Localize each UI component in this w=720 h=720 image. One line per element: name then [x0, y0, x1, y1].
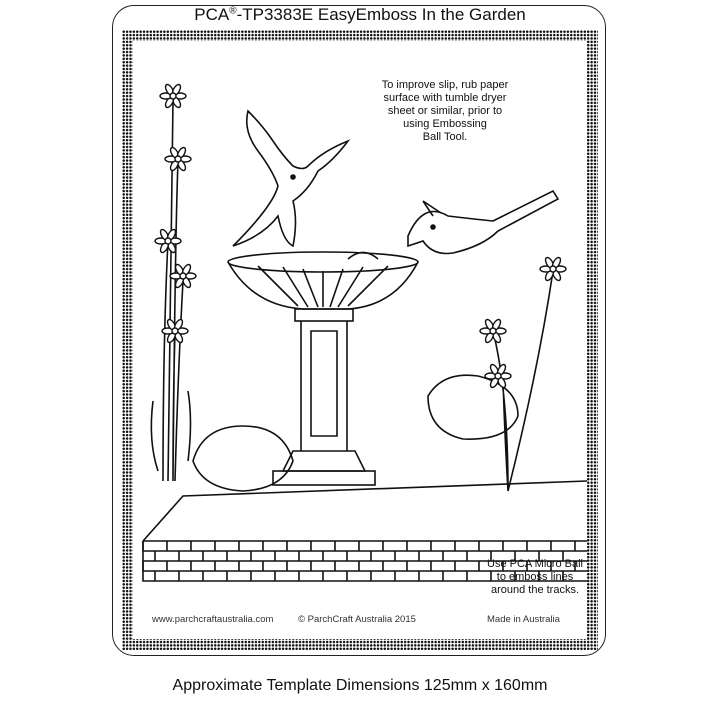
flowers-right — [492, 270, 554, 492]
flower-head — [179, 272, 187, 280]
made-in-text: Made in Australia — [487, 614, 560, 625]
rock-left — [192, 425, 294, 492]
flower-head — [169, 92, 177, 100]
flower-head — [494, 372, 502, 380]
website-text: www.parchcraftaustralia.com — [152, 614, 274, 625]
flower-head — [489, 327, 497, 335]
copyright-text: © ParchCraft Australia 2015 — [298, 614, 416, 625]
flower-head — [171, 327, 179, 335]
brick-wall — [142, 480, 587, 582]
template-title: PCA®-TP3383E EasyEmboss In the Garden — [194, 5, 526, 24]
flowers-left — [150, 100, 192, 482]
flower-head — [164, 237, 172, 245]
flower-head — [549, 265, 557, 273]
perched-bird — [407, 189, 560, 255]
design-area — [133, 41, 587, 639]
flying-bird — [232, 109, 351, 248]
flower-head — [174, 155, 182, 163]
birdbath — [227, 251, 419, 486]
garden-illustration — [142, 83, 587, 582]
rock-right — [427, 374, 519, 440]
template-dimensions: Approximate Template Dimensions 125mm x … — [172, 677, 548, 694]
template-plate — [112, 5, 606, 656]
